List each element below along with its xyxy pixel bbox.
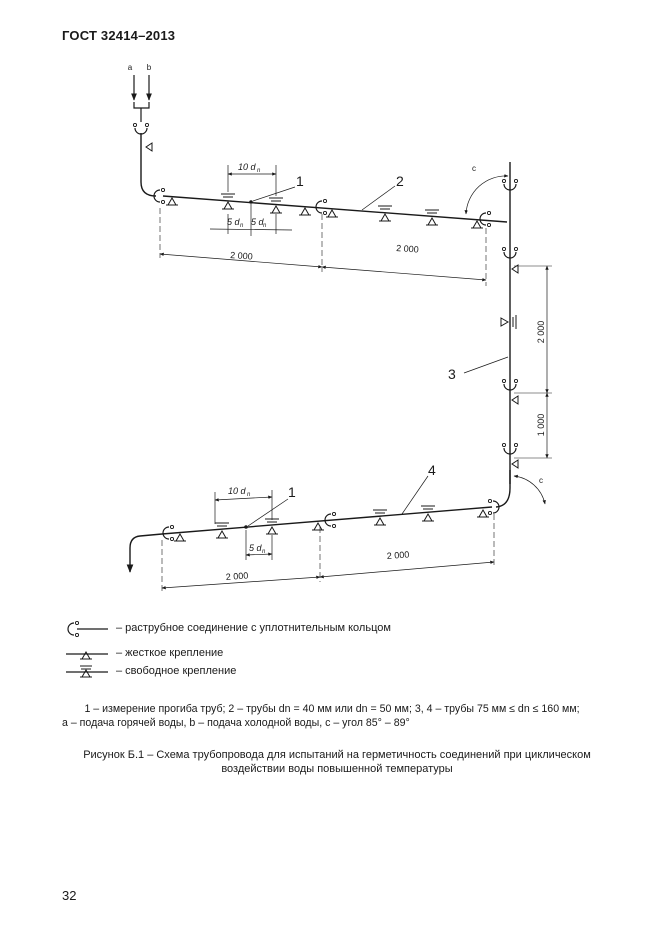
rigid-support-icon [511, 264, 519, 274]
document-header: ГОСТ 32414–2013 [62, 28, 176, 43]
free-support-icon [424, 209, 440, 226]
notes-line-1: 1 – измерение прогиба труб; 2 – трубы dn… [84, 703, 580, 715]
length-2000: 2 000 [396, 243, 419, 255]
callout-3: 3 [448, 366, 456, 382]
svg-text:n: n [263, 223, 267, 229]
length-1000-vertical: 1 000 [536, 414, 546, 437]
rigid-support-icon [511, 395, 519, 405]
free-support-icon [500, 315, 517, 329]
outlet-pipe [126, 533, 163, 573]
dimension-line [321, 265, 487, 282]
svg-text:n: n [247, 492, 251, 498]
legend-free-label: – свободное крепление [116, 665, 237, 677]
free-support-icon [264, 518, 280, 535]
callout-1: 1 [288, 484, 296, 500]
dimension-line [161, 575, 321, 590]
rigid-support-icon [298, 207, 312, 216]
svg-text:n: n [257, 168, 261, 174]
pipeline-diagram: a b 10 d n 5 d n 5 d n 1 2 2 000 2 000 c [66, 63, 552, 678]
angle-arc [513, 474, 546, 505]
dimension-line [209, 228, 293, 231]
dimension-5dn: 5 d [249, 543, 263, 553]
rigid-support-icon [311, 522, 325, 531]
free-support-icon [420, 505, 436, 522]
angle-label-c: c [539, 476, 543, 485]
length-2000-vertical: 2 000 [536, 321, 546, 344]
dimension-line [214, 495, 273, 502]
rigid-support-icon [145, 142, 153, 152]
dimension-line [159, 252, 323, 269]
dimension-line [245, 552, 273, 557]
rigid-support-icon [476, 509, 490, 518]
dimension-line [319, 560, 495, 579]
callout-1: 1 [296, 173, 304, 189]
pipe-2 [162, 195, 508, 223]
lower-bend [495, 470, 511, 508]
inlet-b-label: b [147, 63, 152, 72]
legend-rigid-icon [66, 651, 108, 660]
socket-joint-icon [479, 210, 492, 228]
free-support-icon [372, 509, 388, 526]
dimension-5dn: 5 d [251, 217, 265, 227]
rigid-support-icon [165, 197, 179, 206]
measurement-point [244, 525, 248, 529]
rigid-support-icon [511, 459, 519, 469]
socket-joint-icon [132, 122, 150, 135]
measurement-point [249, 200, 253, 204]
dimension-10dn: 10 d [228, 486, 247, 496]
pipe-4 [161, 506, 493, 535]
dimension-5dn: 5 d [227, 217, 241, 227]
free-support-icon [214, 522, 230, 539]
inlet-a-label: a [128, 63, 133, 72]
page-number: 32 [62, 888, 77, 903]
length-2000: 2 000 [386, 549, 409, 561]
callout-2: 2 [396, 173, 404, 189]
svg-text:n: n [240, 223, 244, 229]
svg-text:n: n [262, 549, 266, 555]
angle-arc [464, 174, 509, 215]
rigid-support-icon [325, 209, 339, 218]
figure-caption: Рисунок Б.1 – Схема трубопровода для исп… [83, 749, 591, 775]
angle-label-c: c [472, 164, 476, 173]
inlet-manifold [133, 102, 150, 122]
callout-4: 4 [428, 462, 436, 478]
legend-rigid-label: – жесткое крепление [116, 647, 224, 659]
length-2000: 2 000 [230, 250, 253, 262]
legend-socket-label: – раструбное соединение с уплотнительным… [116, 622, 391, 634]
inlet-pipe [140, 133, 157, 197]
length-2000: 2 000 [225, 570, 248, 582]
figure-notes: 1 – измерение прогиба труб; 2 – трубы dn… [62, 702, 602, 730]
legend-socket-icon [67, 620, 108, 638]
notes-line-2: a – подача горячей воды, b – подача холо… [62, 717, 410, 729]
dimension-10dn: 10 d [238, 162, 257, 172]
legend-free-icon [66, 665, 108, 678]
rigid-support-icon [173, 533, 187, 542]
